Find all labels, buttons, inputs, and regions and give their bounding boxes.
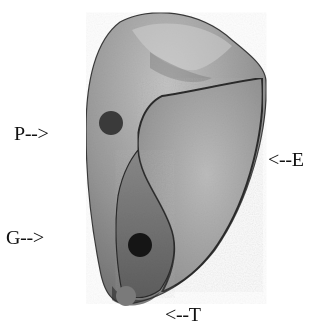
- dot-g: [128, 233, 152, 257]
- label-p: P-->: [14, 124, 49, 144]
- dot-p: [99, 111, 123, 135]
- dot-t: [116, 286, 136, 306]
- label-t: <--T: [165, 305, 201, 325]
- label-g: G-->: [6, 228, 44, 248]
- label-e: <--E: [268, 150, 304, 170]
